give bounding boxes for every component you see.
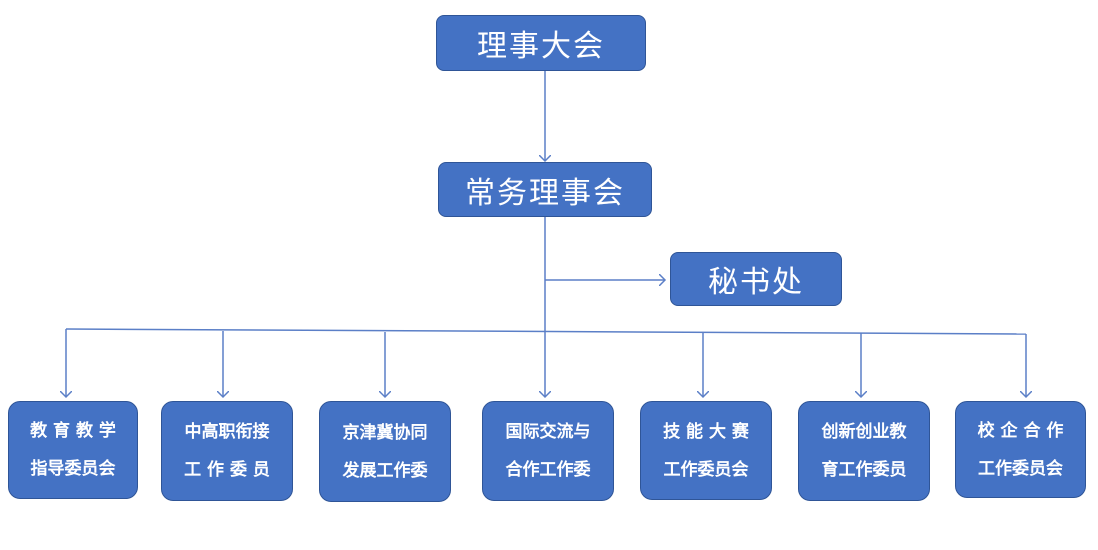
committee-node-1: 教 育 教 学 指导委员会 bbox=[8, 401, 138, 499]
committee-node-4: 国际交流与 合作工作委 bbox=[482, 401, 614, 501]
committee-node-6: 创新创业教 育工作委员 bbox=[798, 401, 930, 501]
secretariat-node: 秘书处 bbox=[670, 252, 842, 306]
committee-label-line1: 国际交流与 bbox=[505, 422, 591, 442]
committee-node-2: 中高职衔接 工 作 委 员 bbox=[161, 401, 293, 501]
committee-label-line1: 技 能 大 赛 bbox=[663, 421, 749, 442]
committee-label-line2: 指导委员会 bbox=[30, 459, 116, 479]
committee-label-line2: 育工作委员 bbox=[821, 460, 907, 480]
committee-label-line2: 工作委员会 bbox=[978, 458, 1063, 479]
committee-label-line1: 创新创业教 bbox=[821, 422, 907, 442]
horizontal-bus-line bbox=[65, 328, 1027, 335]
committee-label-line1: 校 企 合 作 bbox=[977, 420, 1064, 441]
committee-label-line1: 京津冀协同 bbox=[342, 422, 428, 443]
council-node: 理事大会 bbox=[436, 15, 646, 71]
committee-label-line2: 工作委员会 bbox=[663, 459, 749, 480]
standing-council-node: 常务理事会 bbox=[438, 162, 652, 217]
committee-label-line1: 中高职衔接 bbox=[184, 422, 270, 442]
secretariat-label: 秘书处 bbox=[708, 265, 804, 300]
committee-node-3: 京津冀协同 发展工作委 bbox=[319, 401, 451, 502]
committee-node-7: 校 企 合 作 工作委员会 bbox=[955, 401, 1086, 498]
council-label: 理事大会 bbox=[477, 29, 605, 64]
committee-node-5: 技 能 大 赛 工作委员会 bbox=[640, 401, 772, 500]
committee-label-line2: 合作工作委 bbox=[505, 460, 591, 480]
committee-label-line1: 教 育 教 学 bbox=[30, 421, 116, 441]
standing-council-label: 常务理事会 bbox=[465, 175, 625, 211]
committee-label-line2: 发展工作委 bbox=[342, 460, 428, 481]
committee-label-line2: 工 作 委 员 bbox=[184, 460, 270, 480]
